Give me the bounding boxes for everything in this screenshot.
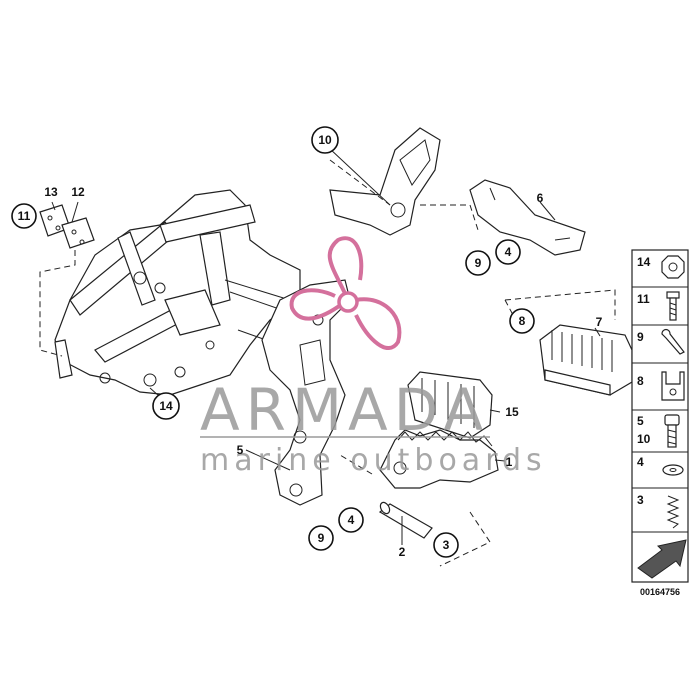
- callout-15: 15: [505, 405, 519, 419]
- legend-row-arrow: [637, 539, 687, 579]
- callout-13-label: 13: [44, 185, 58, 199]
- legend-row-4[interactable]: 4: [637, 455, 684, 476]
- callout-9a[interactable]: 9: [465, 250, 491, 276]
- footpeg-1: [339, 429, 499, 567]
- legend-row-5-10[interactable]: 5 10: [637, 414, 680, 448]
- legend-label-10: 10: [637, 432, 651, 446]
- footpeg-rubber-7: [504, 289, 633, 396]
- legend-row-3[interactable]: 3: [637, 493, 680, 529]
- callout-14-label: 14: [159, 399, 173, 413]
- callout-1-label: 1: [506, 455, 513, 469]
- callout-4a[interactable]: 4: [495, 239, 521, 265]
- callout-10-label: 10: [318, 133, 332, 147]
- legend-row-9[interactable]: 9: [637, 328, 685, 355]
- bolt-icon: [666, 291, 680, 299]
- socket-screw-icon: [664, 414, 680, 426]
- legend-label-8: 8: [637, 374, 644, 388]
- watermark-brand: ARMADA: [200, 376, 489, 444]
- callout-15-label: 15: [505, 405, 519, 419]
- watermark-tagline: marine outboards: [200, 443, 547, 478]
- callout-6: 6: [537, 191, 544, 205]
- bracket-6: [420, 179, 586, 256]
- callout-1: 1: [506, 455, 513, 469]
- clip-nut-icon: [661, 371, 685, 401]
- callout-9a-label: 9: [475, 256, 482, 270]
- rear-footrest: [329, 127, 441, 236]
- legend-row-8[interactable]: 8: [637, 371, 685, 401]
- frame-assembly: [54, 189, 301, 396]
- callout-7-label: 7: [596, 315, 603, 329]
- callout-14[interactable]: 14: [152, 392, 180, 420]
- callout-7: 7: [596, 315, 603, 329]
- callout-2: 2: [399, 545, 406, 559]
- plates-12-13: [39, 204, 95, 357]
- callout-11-label: 11: [18, 209, 31, 223]
- legend-label-4: 4: [637, 455, 644, 469]
- diagram-id: 00164756: [640, 587, 680, 597]
- callout-4b-label: 4: [348, 513, 355, 527]
- direction-arrow-icon: [637, 539, 687, 579]
- legend-label-5: 5: [637, 414, 644, 428]
- callout-3-label: 3: [443, 538, 450, 552]
- callout-2-label: 2: [399, 545, 406, 559]
- callout-9b-label: 9: [318, 531, 325, 545]
- legend-label-3: 3: [637, 493, 644, 507]
- callout-11[interactable]: 11: [11, 203, 37, 229]
- callout-13: 13: [44, 185, 58, 199]
- callout-8[interactable]: 8: [509, 308, 535, 334]
- legend-label-11: 11: [637, 292, 650, 306]
- nut-icon: [661, 255, 685, 279]
- callout-12: 12: [71, 185, 85, 199]
- watermark-logo-icon: [289, 236, 402, 350]
- legend-label-9: 9: [637, 330, 644, 344]
- callout-5: 5: [237, 443, 244, 457]
- cotter-pin-icon: [661, 328, 685, 355]
- callout-8-label: 8: [519, 314, 526, 328]
- callout-4a-label: 4: [505, 245, 512, 259]
- callout-12-label: 12: [71, 185, 85, 199]
- callout-10[interactable]: 10: [311, 126, 339, 154]
- legend-row-11[interactable]: 11: [637, 291, 680, 321]
- callout-9b[interactable]: 9: [308, 525, 334, 551]
- callout-3[interactable]: 3: [433, 532, 459, 558]
- spring-icon: [666, 495, 680, 529]
- lead-lines: [51, 147, 601, 545]
- pin-2: [378, 501, 433, 539]
- callout-5-label: 5: [237, 443, 244, 457]
- washer-icon: [662, 464, 684, 476]
- parts-legend: 14 11 9 8 5 10: [631, 249, 689, 583]
- callout-4b[interactable]: 4: [338, 507, 364, 533]
- callout-6-label: 6: [537, 191, 544, 205]
- legend-label-14: 14: [637, 255, 651, 269]
- legend-row-14[interactable]: 14: [637, 255, 685, 279]
